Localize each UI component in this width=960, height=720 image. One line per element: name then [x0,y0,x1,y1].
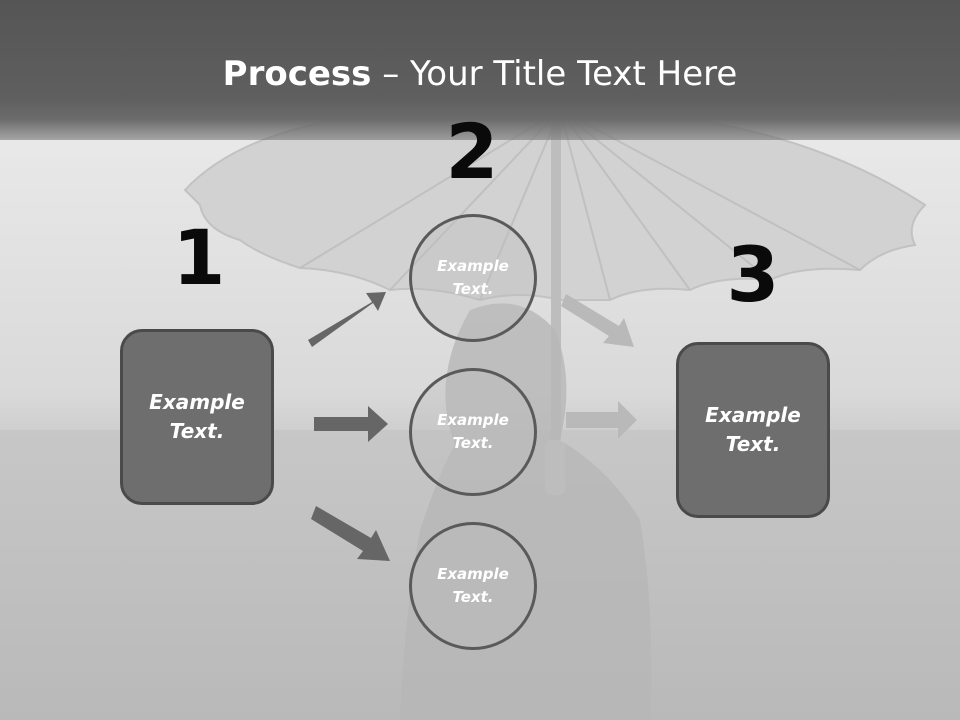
step-3-box[interactable]: Example Text. [676,342,830,518]
title-bar [0,0,960,140]
slide-title: Process – Your Title Text Here [0,52,960,96]
step-number-3: 3 [726,230,780,319]
person-silhouette [400,303,652,720]
circle-top[interactable]: Example Text. [409,214,537,342]
step-number-1: 1 [172,213,226,302]
title-separator: – [371,54,411,94]
title-text: Your Title Text Here [410,54,738,94]
title-bold: Process [222,54,372,94]
circle-bottom-text: Example Text. [437,565,509,606]
circle-top-text: Example Text. [437,257,509,298]
step-1-text: Example Text. [149,390,245,443]
circle-middle[interactable]: Example Text. [409,368,537,496]
step-1-box[interactable]: Example Text. [120,329,274,505]
circle-bottom[interactable]: Example Text. [409,522,537,650]
circle-middle-text: Example Text. [437,411,509,452]
step-3-text: Example Text. [705,403,801,456]
umbrella-shaft [551,120,561,495]
step-number-2: 2 [445,107,499,196]
